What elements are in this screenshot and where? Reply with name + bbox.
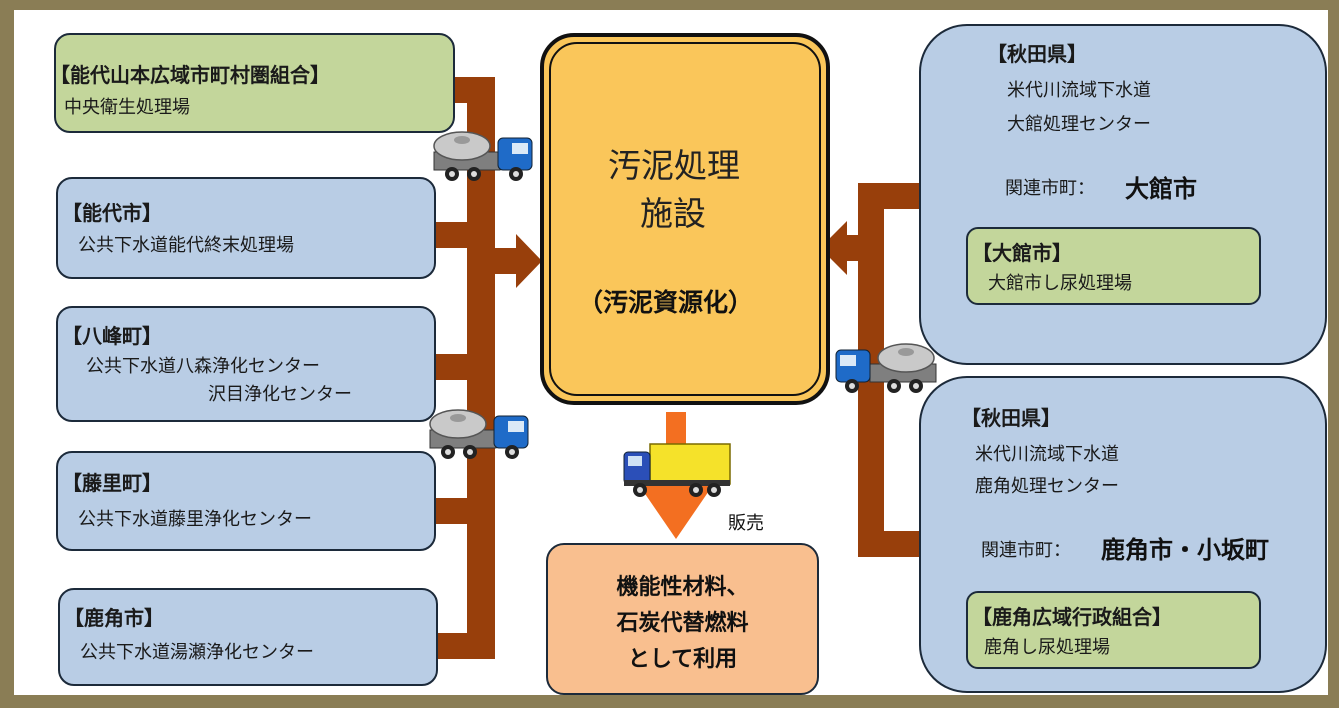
center-subtitle: （汚泥資源化） [578,288,754,317]
dump-truck-icon [623,443,731,497]
right-arrow-head [820,221,847,275]
kazuno-wide-title: 【鹿角広域行政組合】 [972,605,1172,629]
output-line3: として利用 [627,647,738,672]
box-noshiro: 【能代市】 公共下水道能代終末処理場 [56,177,436,279]
box-odate-city: 【大館市】 大館市し尿処理場 [966,227,1261,305]
box-fujisato: 【藤里町】 公共下水道藤里浄化センター [56,451,436,551]
box-kazuno-center: 【秋田県】 米代川流域下水道 鹿角処理センター 関連市町： 鹿角市・小坂町 【鹿… [919,376,1327,693]
center-title-line2: 施設 [640,194,706,233]
pipe-happo [435,354,467,380]
pipe-kazuno-city [438,633,495,659]
odate-related-value: 大館市 [1125,175,1197,203]
left-arrow-shaft [495,248,517,274]
sale-label: 販売 [728,513,764,534]
kazuno-center-line2: 鹿角処理センター [975,476,1119,497]
odate-center-line2: 大館処理センター [1007,114,1151,135]
left-arrow-head [516,234,542,288]
odate-city-facility: 大館市し尿処理場 [988,273,1132,294]
tanker-truck-icon [433,131,533,181]
odate-center-title: 【秋田県】 [987,42,1087,66]
fujisato-facility: 公共下水道藤里浄化センター [78,509,312,530]
noshiro-title: 【能代市】 [62,201,162,225]
center-facility-outer: 汚泥処理 施設 （汚泥資源化） [540,33,830,405]
box-kazuno-wide: 【鹿角広域行政組合】 鹿角し尿処理場 [966,591,1261,669]
kazuno-related-value: 鹿角市・小坂町 [1101,536,1269,564]
kazuno-center-line1: 米代川流域下水道 [975,444,1119,465]
happo-title: 【八峰町】 [62,324,162,348]
kazuno-wide-facility: 鹿角し尿処理場 [984,637,1110,658]
box-noshiro-yamamoto: 【能代山本広域市町村圏組合】 中央衛生処理場 [50,33,455,133]
box-happo: 【八峰町】 公共下水道八森浄化センター 沢目浄化センター [56,306,436,422]
pipe-odate-center [858,183,924,209]
output-line2: 石炭代替燃料 [616,611,749,636]
center-facility-inner [549,42,821,396]
noshiro-yamamoto-title: 【能代山本広域市町村圏組合】 [50,63,330,87]
fujisato-title: 【藤里町】 [62,471,162,495]
pipe-noshiro-yamamoto [452,77,495,103]
box-odate-center: 【秋田県】 米代川流域下水道 大館処理センター 関連市町： 大館市 【大館市】 … [919,24,1327,365]
kazuno-center-title: 【秋田県】 [961,406,1061,430]
happo-facility-2: 沢目浄化センター [208,384,352,405]
output-line1: 機能性材料、 [616,575,749,600]
noshiro-yamamoto-facility: 中央衛生処理場 [64,97,190,118]
kazuno-city-title: 【鹿角市】 [64,606,164,630]
tanker-truck-icon [429,409,529,459]
noshiro-facility: 公共下水道能代終末処理場 [78,235,294,256]
kazuno-city-facility: 公共下水道湯瀬浄化センター [80,642,314,663]
tanker-truck-icon [835,343,937,393]
pipe-kazuno-center [858,531,924,557]
odate-center-line1: 米代川流域下水道 [1007,80,1151,101]
box-kazuno-city: 【鹿角市】 公共下水道湯瀬浄化センター [58,588,438,686]
pipe-fujisato [435,498,467,524]
kazuno-related-label: 関連市町： [981,540,1071,561]
output-use-box: 機能性材料、 石炭代替燃料 として利用 [546,543,819,695]
right-arrow-shaft [845,235,858,261]
odate-related-label: 関連市町： [1005,178,1095,199]
happo-facility-1: 公共下水道八森浄化センター [86,356,320,377]
center-title-line1: 汚泥処理 [608,146,740,185]
pipe-noshiro [435,222,467,248]
odate-city-title: 【大館市】 [972,241,1072,265]
